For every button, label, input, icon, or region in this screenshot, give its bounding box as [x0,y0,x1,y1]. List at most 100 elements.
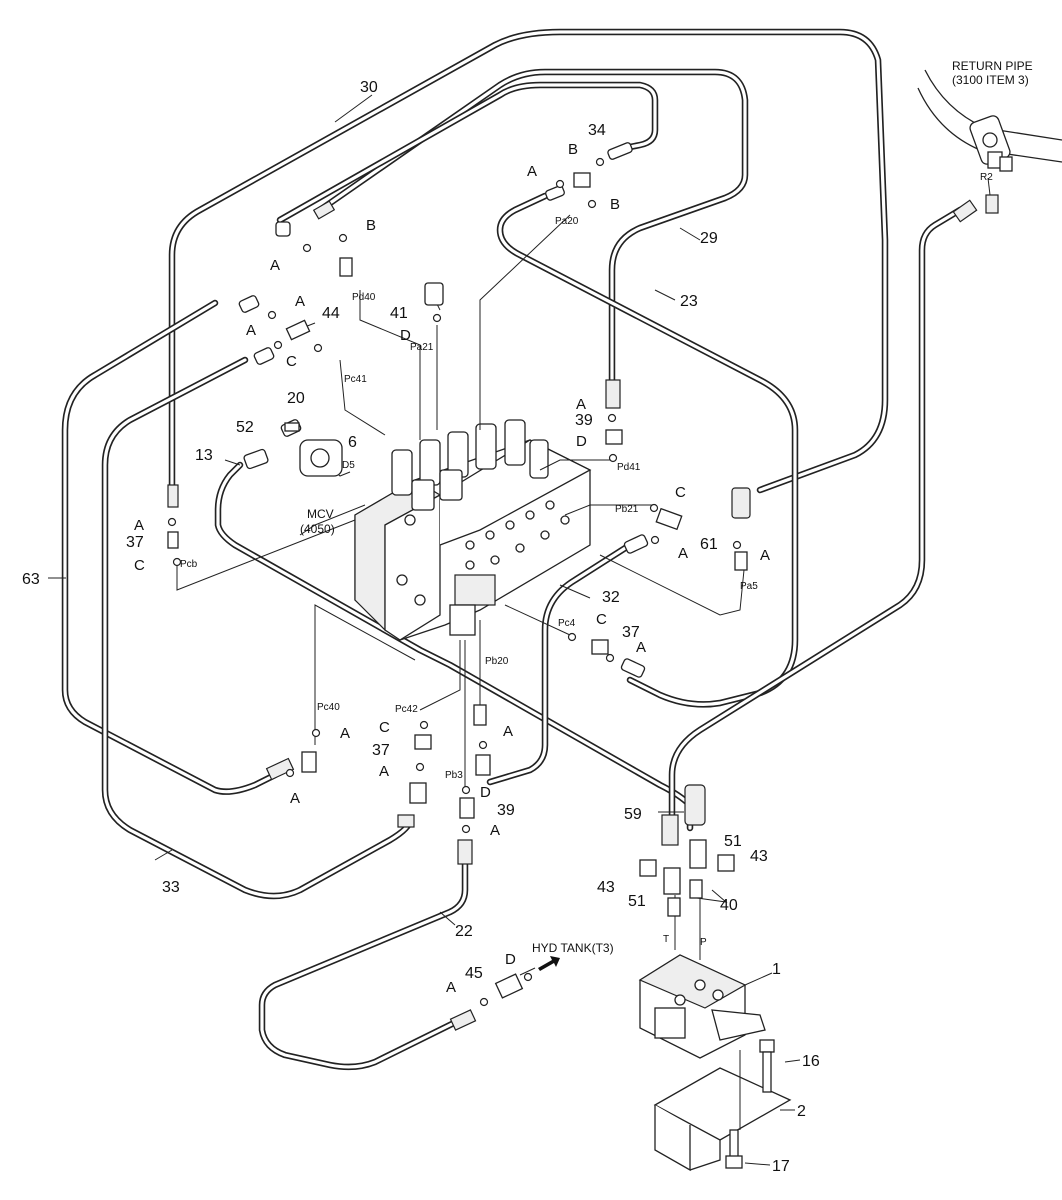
port-pc42: Pc42 [395,704,418,715]
hoses [61,28,964,1071]
letter-a-center: A [379,763,389,780]
port-pd40: Pd40 [352,292,376,303]
mcv-line1: MCV [307,507,334,521]
letter-d-pa21: D [400,327,411,344]
part-label-37-right: 37 [622,624,640,641]
hyd-tank-label: HYD TANK(T3) [532,941,614,971]
letter-a-left: A [134,517,144,534]
part-label-17: 17 [772,1158,790,1175]
part-label-43-left: 43 [597,879,615,896]
letter-a-63: A [295,293,305,310]
letter-a-tank: A [446,979,456,996]
letter-a-39: A [576,396,586,413]
part-label-1: 1 [772,961,781,978]
return-pipe [917,69,1062,214]
port-pc41: Pc41 [344,374,367,385]
letter-a-top: A [527,163,537,180]
part-label-29: 29 [700,230,718,247]
letter-a-37-right: A [636,639,646,656]
part-label-6: 6 [348,434,357,451]
hose-29 [316,68,749,384]
port-pb21: Pb21 [615,504,639,515]
part-label-44: 44 [322,305,340,322]
part-label-52: 52 [236,419,254,436]
part-label-63: 63 [22,571,40,588]
part-label-59: 59 [624,806,642,823]
solenoid-valve-block [638,954,766,1059]
return-pipe-label: RETURN PIPE (3100 ITEM 3) [952,59,1033,87]
part-label-51-lower: 51 [628,893,646,910]
return-pipe-line2: (3100 ITEM 3) [952,73,1029,87]
part-label-39-upper: 39 [575,412,593,429]
part-label-51-upper: 51 [724,833,742,850]
letter-b-pa20: B [610,196,620,213]
port-labels: Pd40 Pa21 Pc41 Pa20 Pd41 Pb21 Pa5 Pcb Pc… [180,172,993,948]
main-control-valve [354,419,592,641]
port-pcb: Pcb [180,559,198,570]
letter-b-top: B [568,141,578,158]
port-pa20: Pa20 [555,216,579,227]
part-label-32: 32 [602,589,620,606]
letter-a-39-lower: A [490,822,500,839]
hyd-tank-arrow-icon [538,956,560,971]
letter-c-pc4: C [596,611,607,628]
letter-c-pb21: C [675,484,686,501]
part-label-30: 30 [360,79,378,96]
part-label-33: 33 [162,879,180,896]
hyd-tank-text: HYD TANK(T3) [532,941,614,955]
part-label-2: 2 [797,1103,806,1120]
letter-a-pa5: A [760,547,770,564]
port-pa21: Pa21 [410,342,434,353]
fittings [167,142,978,1031]
return-pipe-line1: RETURN PIPE [952,59,1033,73]
part-label-22: 22 [455,923,473,940]
port-r2: R2 [980,172,993,183]
part-label-34: 34 [588,122,606,139]
mcv-line2: (4050) [300,522,335,536]
letter-d-pd41: D [576,433,587,450]
letter-a-upper-left: A [270,257,280,274]
part-number-labels: 30 34 29 23 41 44 20 52 6 13 63 37 39 61… [22,79,820,1175]
port-p: P [700,937,707,948]
part-label-61: 61 [700,536,718,553]
part-label-37-left: 37 [126,534,144,551]
letter-c-44: C [286,353,297,370]
bolt-16 [759,1039,775,1093]
port-pc40: Pc40 [317,702,340,713]
part-label-20: 20 [287,390,305,407]
hose-59 [668,206,964,834]
bolt-17 [725,1129,743,1169]
port-pb3: Pb3 [445,770,463,781]
o-rings [167,157,742,1007]
port-pc4: Pc4 [558,618,576,629]
part-label-23: 23 [680,293,698,310]
port-pb20: Pb20 [485,656,509,667]
part-label-41: 41 [390,305,408,322]
letter-d-tank: D [505,951,516,968]
port-t: T [663,934,669,945]
hose-33 [101,356,414,900]
port-pa5: Pa5 [740,581,758,592]
hose-22 [258,846,469,1071]
letter-a-61: A [678,545,688,562]
part-label-37-center: 37 [372,742,390,759]
mcv-label: MCV (4050) [300,507,335,536]
part-label-40: 40 [720,897,738,914]
part-label-43-right: 43 [750,848,768,865]
part-label-16: 16 [802,1053,820,1070]
letter-b-left: B [366,217,376,234]
letter-a-lower-left: A [290,790,300,807]
letter-c-pcb: C [134,557,145,574]
letter-c-pc42: C [379,719,390,736]
part-label-13: 13 [195,447,213,464]
letter-a-pc40: A [340,725,350,742]
letter-a-pb20: A [503,723,513,740]
part-label-45: 45 [465,965,483,982]
bracket-2 [653,1067,792,1172]
port-pd41: Pd41 [617,462,641,473]
port-d5: D5 [342,460,355,471]
connection-letter-labels: A B B B A A A C D A D C A A A C C A A C … [134,141,770,996]
letter-a-44: A [246,322,256,339]
leader-lines [48,94,991,1166]
